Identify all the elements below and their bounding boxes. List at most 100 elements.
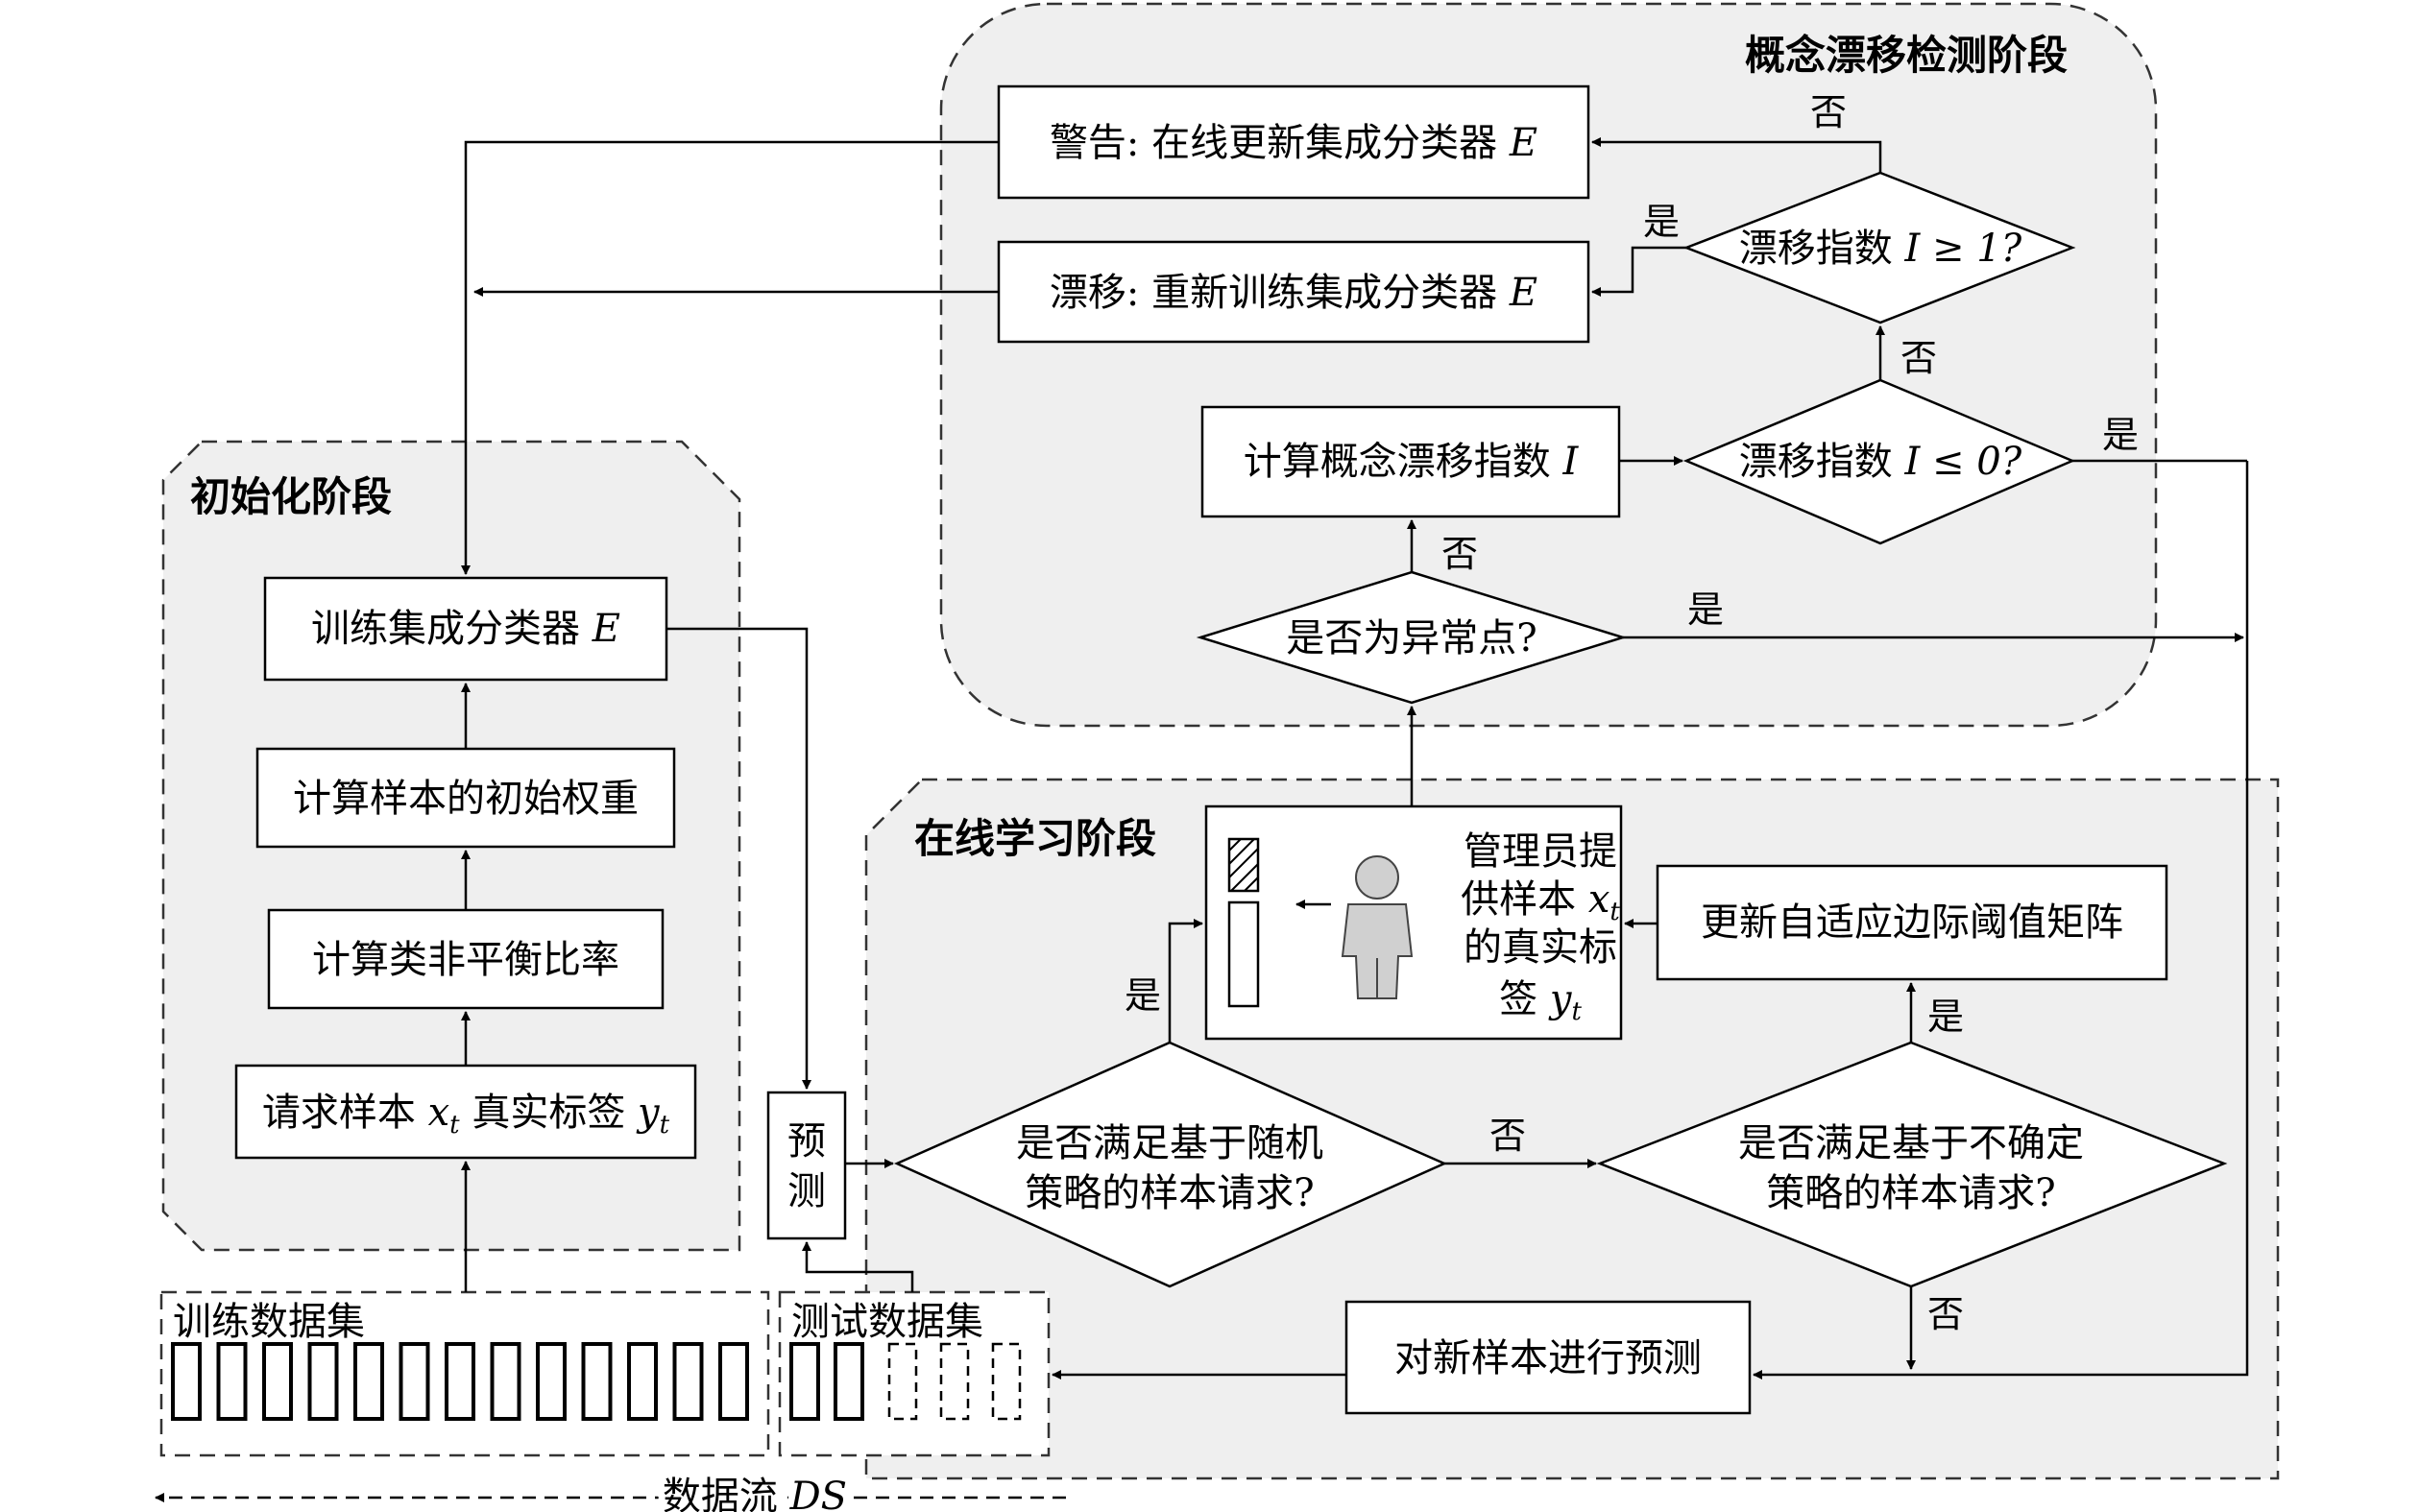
admin-line3: 的真实标 — [1464, 925, 1617, 970]
sample-cells — [171, 1342, 1022, 1421]
person-icon — [1341, 855, 1414, 999]
imbalance-ratio-label: 计算类非平衡比率 — [312, 938, 619, 982]
compute-drift-index-var: I — [1561, 440, 1579, 484]
compute-drift-index-box: 计算概念漂移指数 I — [1200, 405, 1621, 518]
empty-sample-icon — [1227, 900, 1260, 1008]
train-ensemble-label: 训练集成分类器 — [311, 607, 580, 651]
train-sample-cell — [536, 1342, 567, 1421]
predict-box: 预 测 — [766, 1091, 847, 1240]
test-sample-cell — [834, 1342, 864, 1421]
train-sample-cell — [627, 1342, 658, 1421]
initial-weights-label: 计算样本的初始权重 — [293, 777, 639, 821]
train-sample-cell — [307, 1342, 339, 1421]
drift-retrain-var: E — [1509, 271, 1537, 315]
svg-text:供样本 xt: 供样本 xt — [1461, 877, 1620, 926]
request-yt-var: y — [636, 1091, 661, 1135]
decision-drift-ge1-a: 漂移指数 — [1739, 227, 1893, 271]
decision-uncertainty-line2: 策略的样本请求? — [1766, 1171, 2055, 1215]
admin-line4-t: t — [1571, 997, 1582, 1026]
decision-drift-le0-a: 漂移指数 — [1739, 440, 1893, 484]
drift-stage-title: 概念漂移检测阶段 — [1745, 32, 2068, 79]
train-ensemble-box: 训练集成分类器 E — [263, 576, 668, 682]
data-flow-var: DS — [789, 1475, 847, 1512]
warning-update-var: E — [1509, 121, 1537, 165]
predict-label-1: 预 — [787, 1119, 826, 1164]
edge-label-yes-uncertainty: 是 — [1927, 996, 1964, 1038]
new-sample-predict-label: 对新样本进行预测 — [1394, 1336, 1702, 1380]
decision-drift-le0-b: I ≤ 0? — [1904, 440, 2022, 484]
edge-label-yes-random: 是 — [1125, 974, 1161, 1017]
admin-line2a: 供样本 — [1461, 877, 1576, 922]
train-sample-cell — [718, 1342, 749, 1421]
train-sample-cell — [581, 1342, 613, 1421]
train-sample-cell — [672, 1342, 704, 1421]
edge-label-yes-ge1: 是 — [1643, 201, 1680, 243]
predict-label-2: 测 — [787, 1169, 826, 1213]
pending-sample-cell — [991, 1342, 1022, 1421]
request-yt-sub: t — [660, 1111, 670, 1140]
train-sample-cell — [216, 1342, 248, 1421]
admin-line4-y: y — [1548, 977, 1573, 1021]
update-threshold-box: 更新自适应边际阈值矩阵 — [1656, 864, 2168, 981]
svg-text:警告: 在线更新集成分类器 E: 警告: 在线更新集成分类器 E — [1050, 121, 1537, 165]
update-threshold-label: 更新自适应边际阈值矩阵 — [1701, 900, 2123, 945]
admin-line4a: 签 — [1499, 977, 1537, 1021]
decision-random-strategy: 是否满足基于随机 策略的样本请求? — [893, 1041, 1448, 1288]
edge-label-yes-le0: 是 — [2102, 414, 2139, 456]
edge-label-no-random: 否 — [1489, 1115, 1526, 1157]
data-flow-label: 数据流 DS — [663, 1475, 847, 1512]
svg-text:签 yt: 签 yt — [1499, 977, 1582, 1026]
edge-label-no-le0: 否 — [1900, 337, 1937, 379]
training-dataset-label: 训练数据集 — [173, 1300, 365, 1344]
imbalance-ratio-box: 计算类非平衡比率 — [267, 908, 665, 1010]
decision-drift-le0: 漂移指数 I ≤ 0? — [1682, 378, 2076, 545]
request-xt-var: x — [428, 1091, 450, 1135]
train-sample-cell — [171, 1342, 202, 1421]
train-sample-cell — [490, 1342, 521, 1421]
admin-line2-x: x — [1588, 877, 1610, 922]
data-flow-text: 数据流 — [663, 1475, 778, 1512]
connectors — [461, 137, 2249, 1380]
request-xt-sub: t — [449, 1111, 460, 1140]
svg-text:漂移: 重新训练集成分类器 E: 漂移: 重新训练集成分类器 E — [1050, 271, 1537, 315]
decision-drift-ge1: 漂移指数 I ≥ 1? — [1682, 171, 2076, 324]
edge-label-no-outlier: 否 — [1441, 533, 1478, 575]
svg-text:训练集成分类器 E: 训练集成分类器 E — [311, 607, 620, 651]
warning-update-box: 警告: 在线更新集成分类器 E — [997, 84, 1590, 200]
train-sample-cell — [445, 1342, 475, 1421]
decision-drift-ge1-b: I ≥ 1? — [1904, 227, 2022, 271]
train-sample-cell — [399, 1342, 430, 1421]
test-dataset-label: 测试数据集 — [791, 1300, 983, 1344]
train-sample-cell — [353, 1342, 384, 1421]
drift-retrain-label: 漂移: 重新训练集成分类器 — [1050, 271, 1497, 315]
request-label-box: 请求样本 xt 真实标签 yt — [234, 1064, 697, 1160]
compute-drift-index-label: 计算概念漂移指数 — [1244, 440, 1551, 484]
decision-outlier: 是否为异常点? — [1196, 570, 1628, 705]
admin-label-box: 管理员提 供样本 xt 的真实标 签 yt — [1204, 804, 1623, 1041]
request-label-a: 请求样本 — [262, 1091, 416, 1135]
svg-text:计算概念漂移指数 I: 计算概念漂移指数 I — [1244, 440, 1580, 484]
online-stage-title: 在线学习阶段 — [914, 815, 1156, 862]
decision-outlier-label: 是否为异常点? — [1286, 616, 1537, 660]
new-sample-predict-box: 对新样本进行预测 — [1344, 1300, 1752, 1415]
svg-text:漂移指数 I ≤ 0?: 漂移指数 I ≤ 0? — [1739, 440, 2022, 484]
initial-weights-box: 计算样本的初始权重 — [255, 747, 676, 849]
decision-random-line1: 是否满足基于随机 — [1016, 1121, 1323, 1165]
svg-text:漂移指数 I ≥ 1?: 漂移指数 I ≥ 1? — [1739, 227, 2022, 271]
edge-label-no-ge1: 否 — [1810, 91, 1847, 133]
decision-random-line2: 策略的样本请求? — [1025, 1171, 1314, 1215]
request-label-b: 真实标签 — [472, 1091, 625, 1135]
svg-text:请求样本 xt 真实标签 yt: 请求样本 xt 真实标签 yt — [262, 1091, 670, 1140]
edge-label-no-uncertainty: 否 — [1927, 1293, 1964, 1335]
admin-line2-t: t — [1609, 898, 1620, 926]
warning-update-label: 警告: 在线更新集成分类器 — [1050, 121, 1497, 165]
drift-retrain-box: 漂移: 重新训练集成分类器 E — [997, 240, 1590, 344]
pending-sample-cell — [887, 1342, 918, 1421]
train-sample-cell — [262, 1342, 293, 1421]
init-stage-title: 初始化阶段 — [190, 473, 392, 520]
admin-line1: 管理员提 — [1464, 829, 1617, 874]
train-ensemble-var: E — [592, 607, 620, 651]
test-sample-cell — [789, 1342, 820, 1421]
pending-sample-cell — [939, 1342, 970, 1421]
